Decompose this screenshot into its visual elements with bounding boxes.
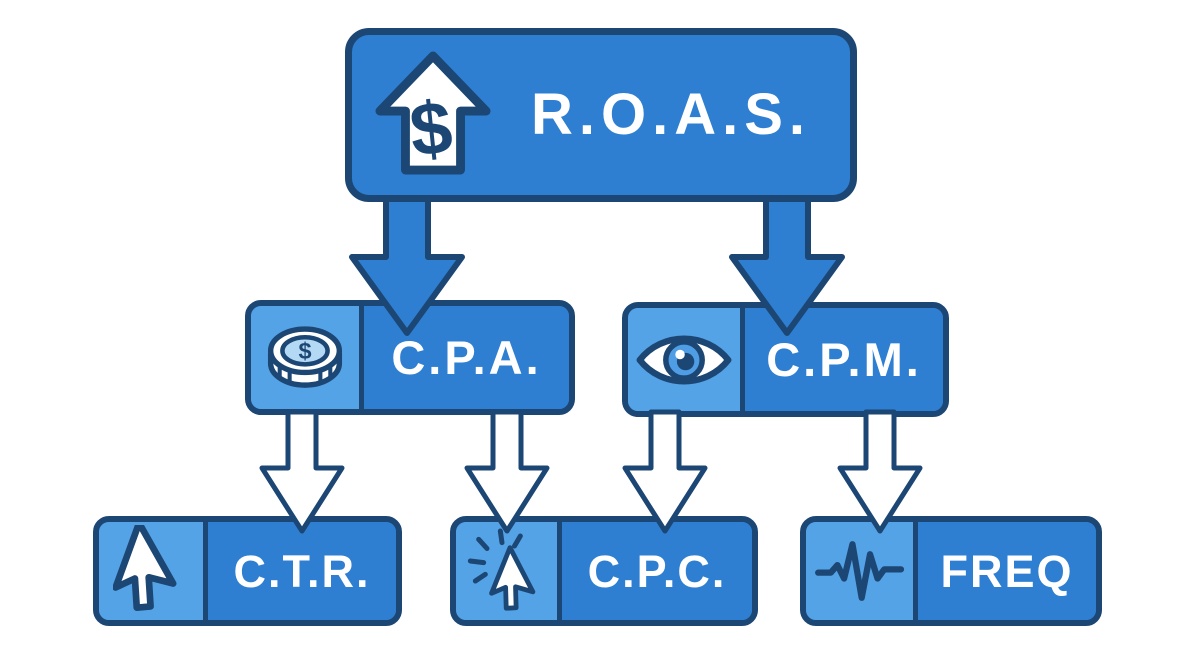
node-cpc-label: C.P.C. [587,545,727,597]
node-ctr-label: C.T.R. [233,545,371,597]
node-freq: FREQ [800,516,1102,626]
node-ctr: C.T.R. [93,516,402,626]
node-cpm-label: C.P.M. [766,333,922,386]
cursor-icon [99,522,208,620]
node-cpm-label-cell: C.P.M. [745,308,943,411]
arrow-cpm-to-freq [837,409,923,534]
node-freq-label: FREQ [940,545,1074,597]
node-cpm: C.P.M. [622,302,949,417]
click-cursor-icon [456,522,562,620]
node-cpa-label: C.P.A. [391,331,542,384]
arrow-cpa-to-ctr [259,409,345,534]
node-freq-label-cell: FREQ [918,522,1096,620]
svg-text:$: $ [298,337,311,363]
node-roas-label: R.O.A.S. [530,82,812,147]
arrow-cpa-to-cpc [464,409,550,534]
dollar-up-arrow-icon: $ [374,50,492,181]
node-ctr-label-cell: C.T.R. [208,522,396,620]
node-roas: $ R.O.A.S. [345,28,857,202]
svg-text:$: $ [406,84,456,172]
coin-icon: $ [251,306,364,409]
node-cpa-label-cell: C.P.A. [364,306,569,409]
node-cpa: $ C.P.A. [245,300,575,415]
waveform-icon [806,522,918,620]
eye-icon [628,308,745,411]
node-cpc: C.P.C. [450,516,758,626]
arrow-cpm-to-cpc [622,409,708,534]
node-cpc-label-cell: C.P.C. [562,522,752,620]
